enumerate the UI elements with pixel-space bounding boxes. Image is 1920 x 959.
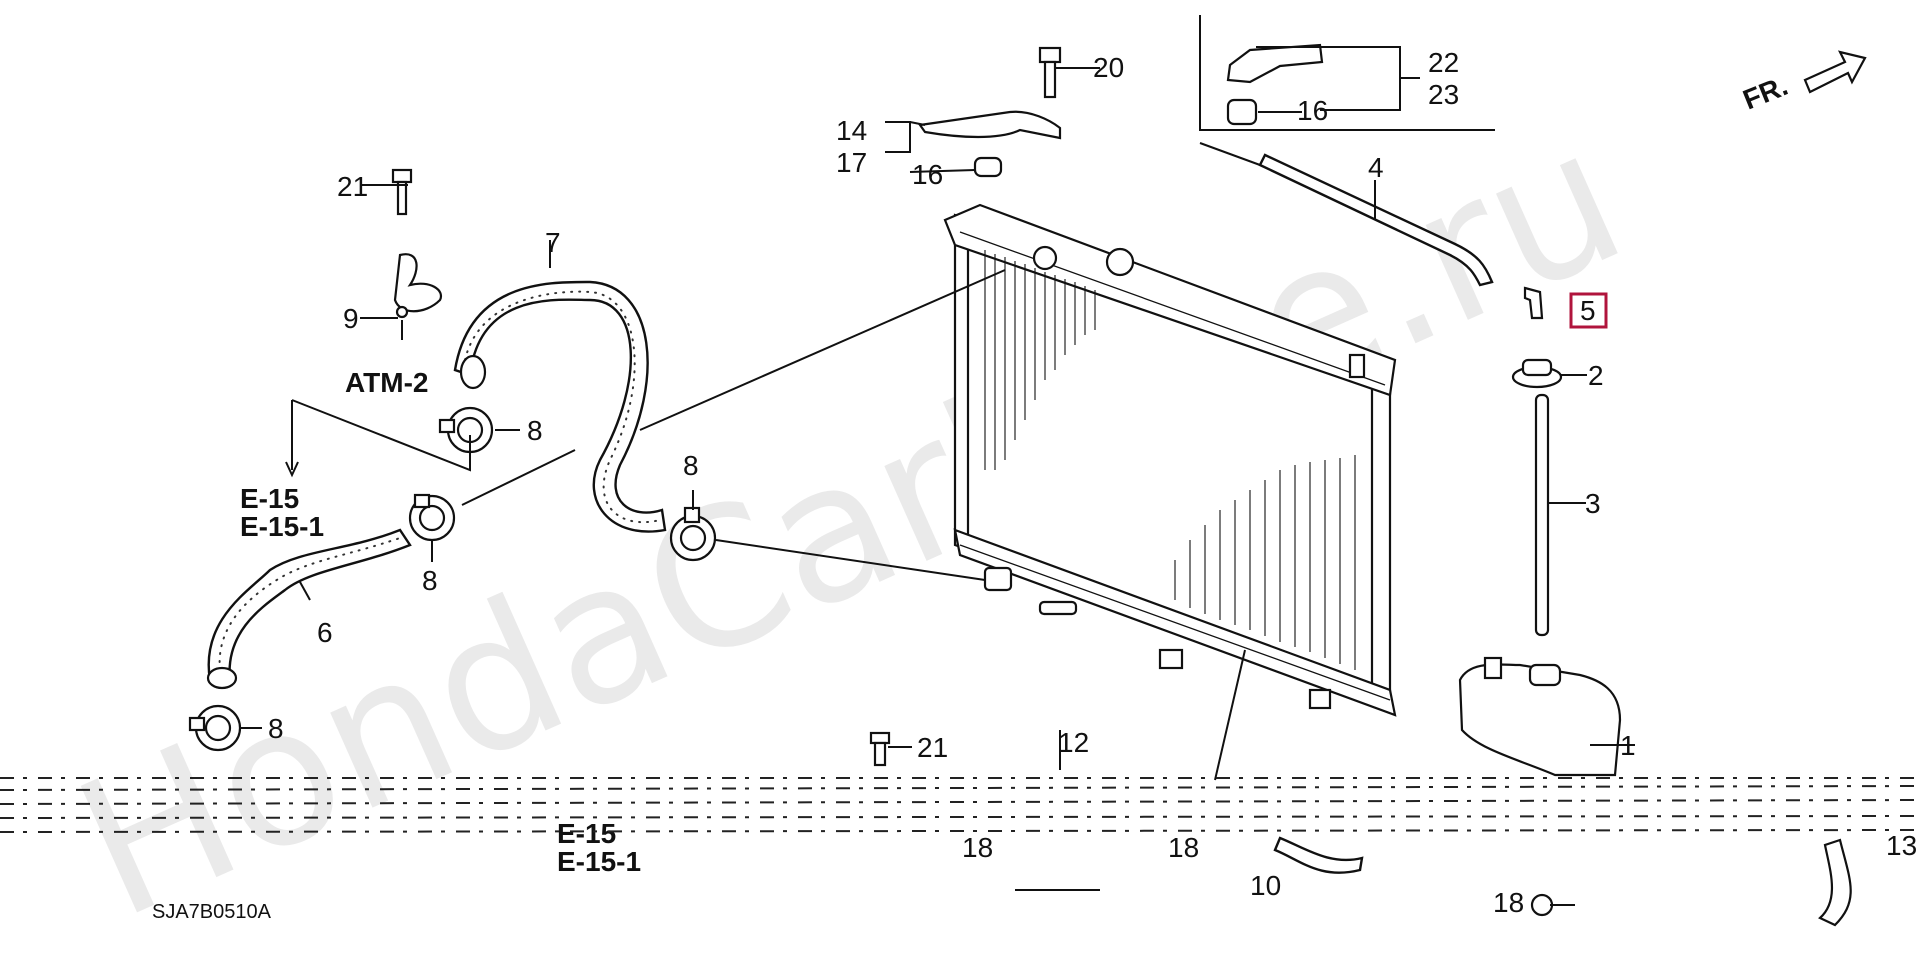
bracket-9: [393, 253, 443, 319]
part-label-16: 16: [912, 159, 943, 190]
part-label-7: 7: [545, 227, 561, 258]
leader-lines: [240, 15, 1635, 906]
part-label-21: 21: [917, 732, 948, 763]
part-label-8: 8: [268, 713, 284, 744]
diagram-code: SJA7B0510A: [152, 901, 272, 923]
ref-e-15[interactable]: E-15: [240, 483, 299, 514]
part-label-10: 10: [1250, 870, 1281, 901]
part-label-8: 8: [527, 415, 543, 446]
part-label-18: 18: [962, 832, 993, 863]
part-label-17: 17: [836, 147, 867, 178]
hose-3: [1534, 393, 1550, 637]
front-direction-arrow-icon: [1803, 50, 1867, 94]
overflow-tube-4: [1258, 153, 1494, 287]
bolt-21-upper: [391, 168, 413, 216]
bracket-14-17: [918, 110, 1062, 140]
ref-e-15-1[interactable]: E-15-1: [240, 511, 324, 542]
inset-bracket-22-23: [1226, 43, 1324, 84]
part-label-12: 12: [1058, 727, 1089, 758]
bolt-21-lower: [869, 731, 891, 767]
part-label-8: 8: [683, 450, 699, 481]
highlight-box: [1569, 292, 1608, 329]
part-label-13: 13: [1886, 830, 1917, 861]
bolt-20: [1038, 46, 1062, 99]
part-label-2: 2: [1588, 360, 1604, 391]
clip-18: [1530, 893, 1554, 917]
part-label-18: 18: [1168, 832, 1199, 863]
part-label-3: 3: [1585, 488, 1601, 519]
part-label-4: 4: [1368, 152, 1384, 183]
bracket-13: [1818, 838, 1852, 927]
part-label-6: 6: [317, 617, 333, 648]
upper-radiator-hose: [453, 280, 667, 533]
part-label-5[interactable]: 5: [1580, 295, 1596, 326]
part-label-9: 9: [343, 303, 359, 334]
hose-clamp: [188, 704, 242, 752]
hose-10: [1273, 836, 1364, 874]
front-direction-label: FR.: [1739, 70, 1792, 116]
part-5-fitting: [1523, 286, 1544, 320]
hose-clamp: [408, 493, 456, 542]
part-label-23: 23: [1428, 79, 1459, 110]
cushion-16-upper: [973, 156, 1003, 178]
part-label-16: 16: [1297, 95, 1328, 126]
scan-noise-band: [0, 777, 1920, 833]
cushion-16-inset: [1226, 98, 1258, 126]
reserve-tank-1: [1458, 656, 1622, 777]
hose-clamp: [669, 506, 717, 562]
ref-e-15[interactable]: E-15: [557, 818, 616, 849]
part-label-8: 8: [422, 565, 438, 596]
radiator: [943, 203, 1397, 717]
hose-clamp: [438, 406, 494, 454]
part-label-14: 14: [836, 115, 867, 146]
part-label-18: 18: [1493, 887, 1524, 918]
lower-radiator-hose: [206, 528, 412, 690]
ref-atm-2[interactable]: ATM-2: [345, 367, 428, 398]
part-label-21: 21: [337, 171, 368, 202]
part-label-20: 20: [1093, 52, 1124, 83]
ref-e-15-1[interactable]: E-15-1: [557, 846, 641, 877]
part-label-1: 1: [1620, 730, 1636, 761]
cap-2: [1511, 358, 1563, 389]
part-label-22: 22: [1428, 47, 1459, 78]
